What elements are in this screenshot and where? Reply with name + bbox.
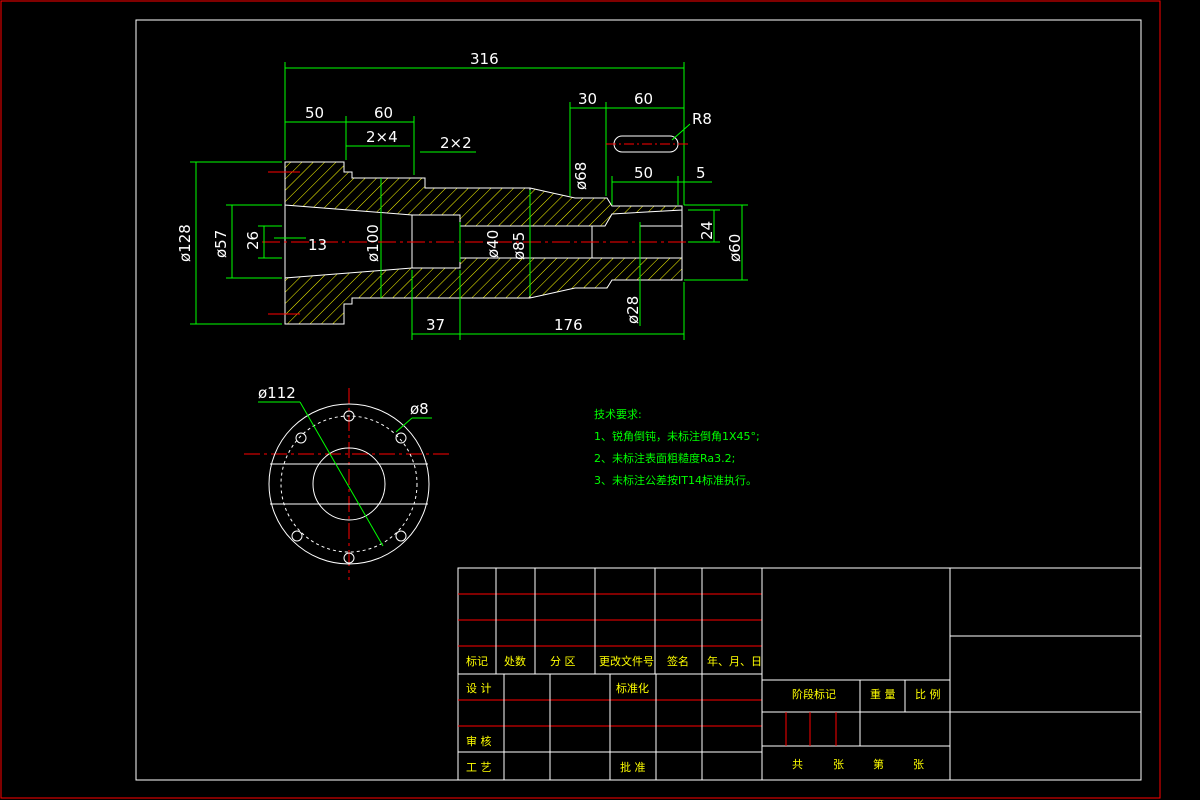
notes-line2: 2、未标注表面粗糙度Ra3.2;	[594, 451, 735, 465]
notes-line3: 3、未标注公差按IT14标准执行。	[594, 473, 757, 487]
section-lower-hatch	[284, 257, 683, 325]
tb-change-doc: 更改文件号	[599, 654, 654, 668]
key-slot	[606, 123, 691, 153]
technical-notes: 技术要求: 1、锐角倒钝，未标注倒角1X45°; 2、未标注表面粗糙度Ra3.2…	[594, 408, 760, 487]
dim-60-left: 60	[374, 104, 393, 122]
dim-d8: ø8	[410, 400, 429, 418]
dim-d85: ø85	[510, 232, 528, 260]
tb-sheet: 张	[913, 758, 924, 771]
dim-50: 50	[305, 104, 324, 122]
dim-13: 13	[308, 236, 327, 254]
outer-border	[0, 0, 1161, 799]
dim-slot-50: 50	[634, 164, 653, 182]
tb-approve: 批 准	[620, 760, 646, 774]
dim-37: 37	[426, 316, 445, 334]
end-view	[244, 388, 452, 580]
tb-number: 第	[873, 757, 884, 771]
tb-stage-mark: 阶段标记	[792, 687, 836, 701]
tb-review: 审 核	[466, 734, 492, 748]
dim-24: 24	[698, 221, 716, 240]
tb-design: 设 计	[466, 682, 492, 695]
dim-d68: ø68	[572, 162, 590, 190]
dim-176: 176	[554, 316, 583, 334]
dim-d60: ø60	[726, 234, 744, 262]
tb-mark: 标记	[466, 654, 488, 668]
tb-standardize: 标准化	[616, 681, 649, 695]
tb-weight: 重 量	[870, 687, 896, 701]
dim-26: 26	[244, 231, 262, 250]
dim-60-right: 60	[634, 90, 653, 108]
dim-d112: ø112	[258, 384, 296, 402]
section-upper-hatch	[284, 161, 683, 227]
tb-signature: 签名	[667, 654, 689, 668]
notes-line1: 1、锐角倒钝，未标注倒角1X45°;	[594, 429, 760, 443]
tb-process: 工 艺	[466, 761, 492, 774]
dim-d40: ø40	[484, 230, 502, 258]
dim-slot-5: 5	[696, 164, 706, 182]
tb-zone: 分 区	[550, 655, 576, 668]
title-block-lines	[457, 567, 1142, 781]
dim-r8: R8	[692, 110, 712, 128]
dim-d128: ø128	[176, 224, 194, 262]
dim-2x4: 2×4	[366, 128, 398, 146]
tb-count: 处数	[504, 655, 526, 668]
tb-sheets: 张	[833, 758, 844, 771]
tb-date: 年、月、日	[707, 654, 762, 668]
dim-d28: ø28	[624, 296, 642, 324]
notes-title: 技术要求:	[594, 408, 642, 421]
dim-316: 316	[470, 50, 499, 68]
tb-total: 共	[792, 758, 803, 771]
dim-d57: ø57	[212, 230, 230, 258]
title-block-text: 标记 处数 分 区 更改文件号 签名 年、月、日 设 计 标准化 阶段标记 重 …	[466, 654, 941, 774]
dim-30: 30	[578, 90, 597, 108]
dim-d100: ø100	[364, 224, 382, 262]
section-view	[262, 161, 700, 325]
dim-2x2: 2×2	[440, 134, 472, 152]
tb-scale: 比 例	[915, 687, 941, 701]
dimension-lines	[190, 62, 748, 340]
